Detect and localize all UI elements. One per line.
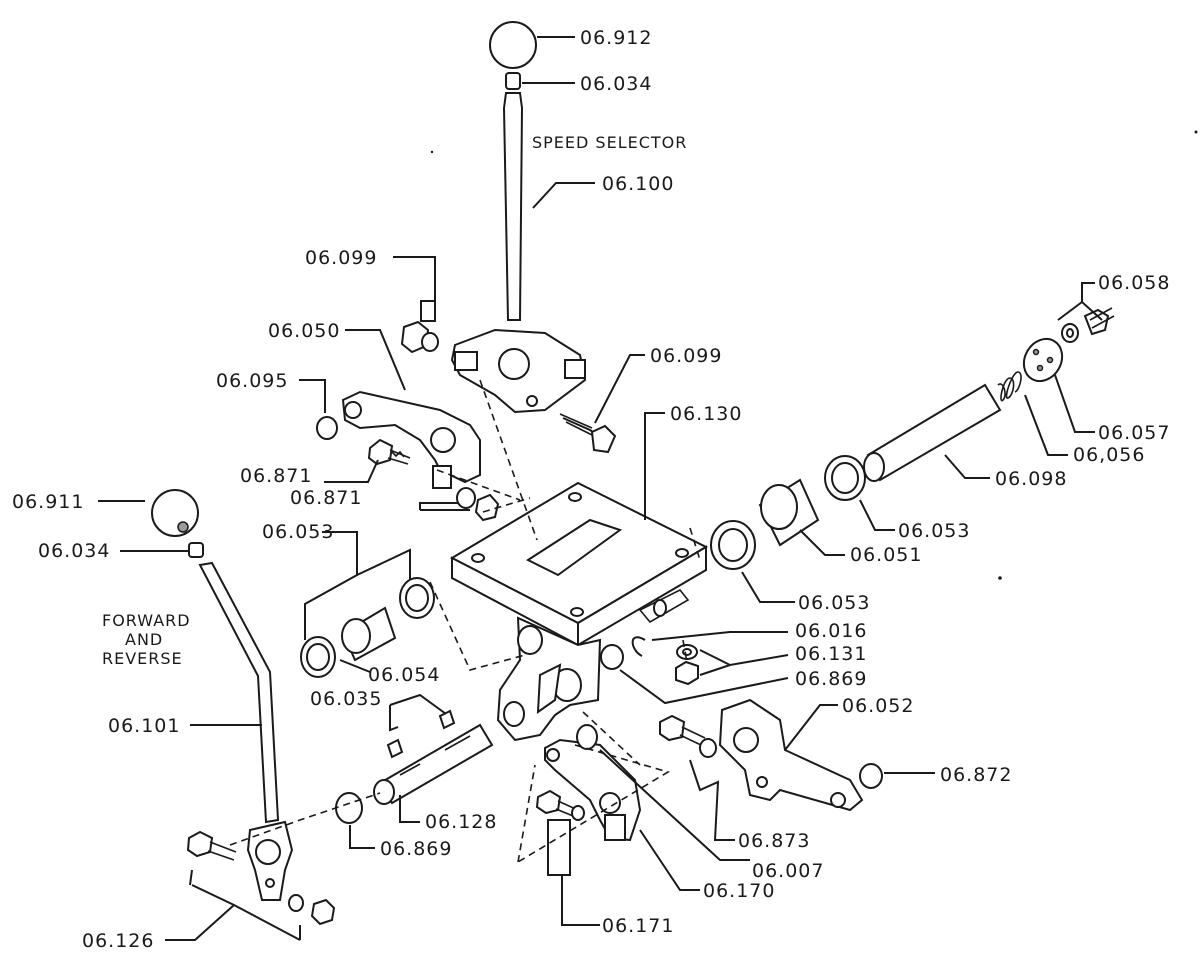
label-06-034-left: 06.034 — [38, 540, 110, 562]
caption-reverse: REVERSE — [102, 649, 183, 668]
forward-reverse-lever — [151, 489, 336, 926]
knob-06-911 — [151, 489, 199, 537]
bushing-06-034-left — [188, 542, 204, 558]
label-06-171: 06.171 — [602, 915, 674, 937]
label-06-095: 06.095 — [216, 370, 288, 392]
right-shaft-assembly — [600, 307, 1115, 686]
label-06-053-mid: 06.053 — [798, 592, 870, 614]
label-06-058: 06.058 — [1098, 272, 1170, 294]
label-06-099-left: 06.099 — [305, 247, 377, 269]
label-06-050: 06.050 — [268, 320, 340, 342]
label-06-128: 06.128 — [425, 811, 497, 833]
label-06-126: 06.126 — [82, 930, 154, 952]
label-06-034-top: 06.034 — [580, 73, 652, 95]
label-06-911: 06.911 — [12, 491, 84, 513]
label-06-056: 06,056 — [1073, 444, 1145, 466]
caption-and: AND — [125, 630, 163, 649]
caption-forward: FORWARD — [102, 611, 191, 630]
label-06-053-right: 06.053 — [898, 520, 970, 542]
knob-06-912 — [489, 21, 537, 69]
label-06-131: 06.131 — [795, 643, 867, 665]
label-06-871-a: 06.871 — [240, 465, 312, 487]
label-06-099-right: 06.099 — [650, 345, 722, 367]
label-06-057: 06.057 — [1098, 422, 1170, 444]
label-06-051: 06.051 — [850, 544, 922, 566]
label-06-052: 06.052 — [842, 695, 914, 717]
assembly-lines — [229, 379, 701, 863]
label-06-007: 06.007 — [752, 860, 824, 882]
label-06-101: 06.101 — [108, 715, 180, 737]
label-06-035: 06.035 — [310, 688, 382, 710]
label-06-871-b: 06.871 — [290, 487, 362, 509]
label-06-098: 06.098 — [995, 468, 1067, 490]
label-06-100: 06.100 — [602, 173, 674, 195]
label-06-130: 06.130 — [670, 403, 742, 425]
leader-lines — [98, 36, 1103, 941]
label-06-054: 06.054 — [368, 664, 440, 686]
part-labels: 06.912 06.034 SPEED SELECTOR 06.100 06.0… — [12, 27, 1170, 952]
housing-06-130 — [449, 481, 709, 742]
link-06-050 — [316, 390, 500, 522]
link-06-170 — [535, 724, 642, 876]
label-06-869-right: 06.869 — [795, 668, 867, 690]
speed-selector-lever — [400, 21, 617, 454]
label-06-016: 06.016 — [795, 620, 867, 642]
label-06-912: 06.912 — [580, 27, 652, 49]
label-06-873: 06.873 — [738, 830, 810, 852]
label-06-170: 06.170 — [703, 880, 775, 902]
bushing-06-034-top — [505, 72, 521, 90]
label-06-869-left: 06.869 — [380, 838, 452, 860]
label-06-053-left: 06.053 — [262, 521, 334, 543]
left-shaft-assembly — [300, 577, 494, 824]
caption-speed-selector: SPEED SELECTOR — [532, 133, 687, 152]
label-06-872: 06.872 — [940, 764, 1012, 786]
link-06-052 — [659, 698, 883, 812]
